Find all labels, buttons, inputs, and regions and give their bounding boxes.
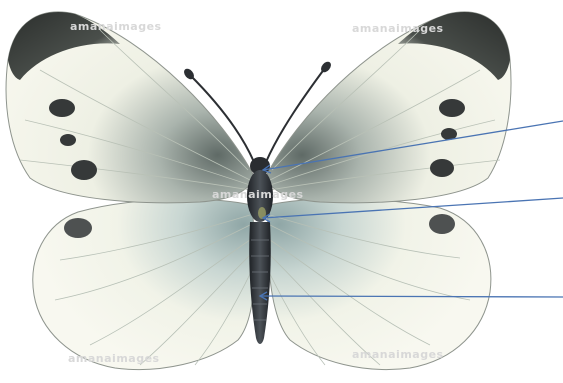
left-hindwing-spot	[64, 218, 92, 238]
left-forewing-spot-2	[60, 134, 76, 146]
left-forewing-spot-3	[71, 160, 97, 180]
right-hindwing-spot	[429, 214, 455, 234]
watermark-center: amanaimages	[212, 188, 304, 201]
right-forewing-spot-1	[439, 99, 465, 117]
watermark-bottom-left: amanaimages	[68, 352, 160, 365]
right-forewing-spot-3	[430, 159, 454, 177]
watermark-bottom-right: amanaimages	[352, 348, 444, 361]
watermark-top-right: amanaimages	[352, 22, 444, 35]
watermark-top-left: amanaimages	[70, 20, 162, 33]
left-forewing-spot-1	[49, 99, 75, 117]
